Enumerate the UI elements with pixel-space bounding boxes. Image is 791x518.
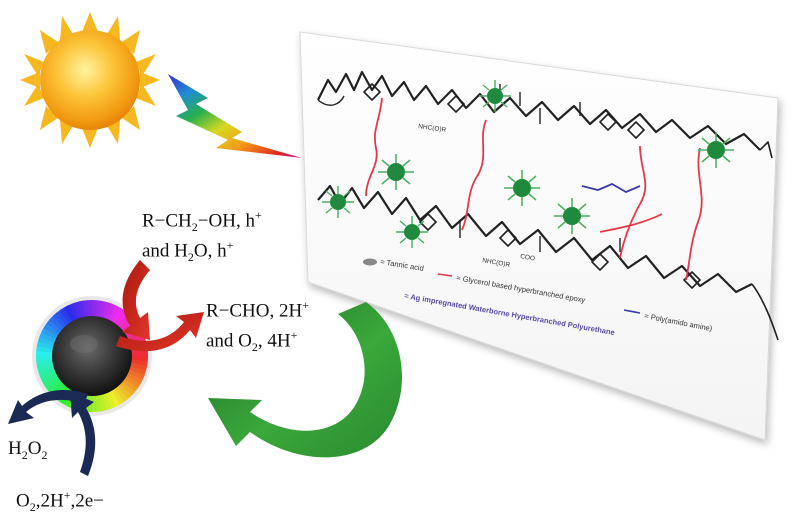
oxidation-reactants-line2: and H2O, h+ (142, 234, 233, 268)
nhco-label-top: NHC(O)R (418, 123, 447, 134)
oxidation-products-line2: and O2, 4H+ (206, 324, 297, 358)
tannic-cluster (554, 198, 590, 234)
red-reactant-text-b: ,2H (35, 490, 64, 512)
red-product-sub: 2 (21, 447, 28, 462)
oxidation-reactants-line1: R−CH2−OH, h+ (142, 204, 262, 238)
tannic-acid-clusters (322, 80, 734, 248)
polymer-backbone-top (317, 70, 773, 159)
tannic-cluster (396, 216, 428, 248)
poly-amido-amine-chain (581, 182, 641, 194)
ox-reactant-2-text: and H (142, 240, 188, 262)
tannic-cluster (378, 154, 414, 190)
oxidation-products-line1: R−CHO, 2H+ (206, 294, 309, 322)
red-reactant-text-c: ,2e− (70, 490, 104, 512)
coo-label: COO (520, 253, 536, 262)
reduction-reactants-label: O2,2H+,2e− (16, 484, 104, 518)
reduction-product-label: H2O2 (8, 438, 47, 466)
red-reactant-sup: + (63, 488, 71, 502)
ox-reactant-1-sup: + (254, 208, 262, 222)
oxidation-in-arrow (122, 260, 150, 340)
ox-reactant-1-text: R−CH (142, 210, 192, 232)
ox-reactant-2-text-b: O, h (193, 240, 227, 262)
green-return-arrow (208, 302, 403, 458)
tannic-cluster (322, 186, 354, 218)
ox-product-1-text: R−CHO, 2H (206, 300, 303, 322)
red-reactant-sub: 2 (29, 500, 36, 515)
red-product-sub-2: 2 (41, 447, 48, 462)
ox-product-1-sup: + (302, 298, 310, 312)
red-product-text: H (8, 438, 22, 459)
sun-icon (20, 12, 160, 148)
ox-product-2-sup: + (290, 328, 298, 342)
tannic-cluster (698, 132, 734, 168)
nhco-label-bottom: NHC(O)R (482, 257, 511, 269)
epoxy-crosslinks (365, 97, 703, 281)
ox-reactant-1-sub: 2 (191, 220, 198, 235)
red-product-text-b: O (27, 438, 42, 459)
oxidation-out-arrow (116, 312, 204, 352)
ox-reactant-1-text-b: −OH, h (197, 210, 255, 232)
tannic-cluster (479, 80, 511, 112)
lightning-bolt-icon (168, 74, 302, 158)
reduction-in-arrow (70, 392, 96, 476)
polymer-backbone-bottom (317, 184, 779, 341)
ox-product-2-text: and O (206, 330, 252, 352)
tannic-cluster (504, 170, 540, 206)
red-reactant-text: O (16, 490, 30, 512)
ox-reactant-2-sub: 2 (187, 250, 194, 265)
sheet-small-labels: NHC(O)R NHC(O)R COO (418, 123, 536, 269)
ox-product-2-text-b: , 4H (257, 330, 291, 352)
nanocomposite-sheet: NHC(O)R NHC(O)R COO = Tannic acid = Glyc… (299, 31, 779, 441)
ox-reactant-2-sup: + (226, 238, 234, 252)
ox-product-2-sub: 2 (251, 340, 258, 355)
reduction-out-arrow (8, 390, 88, 424)
